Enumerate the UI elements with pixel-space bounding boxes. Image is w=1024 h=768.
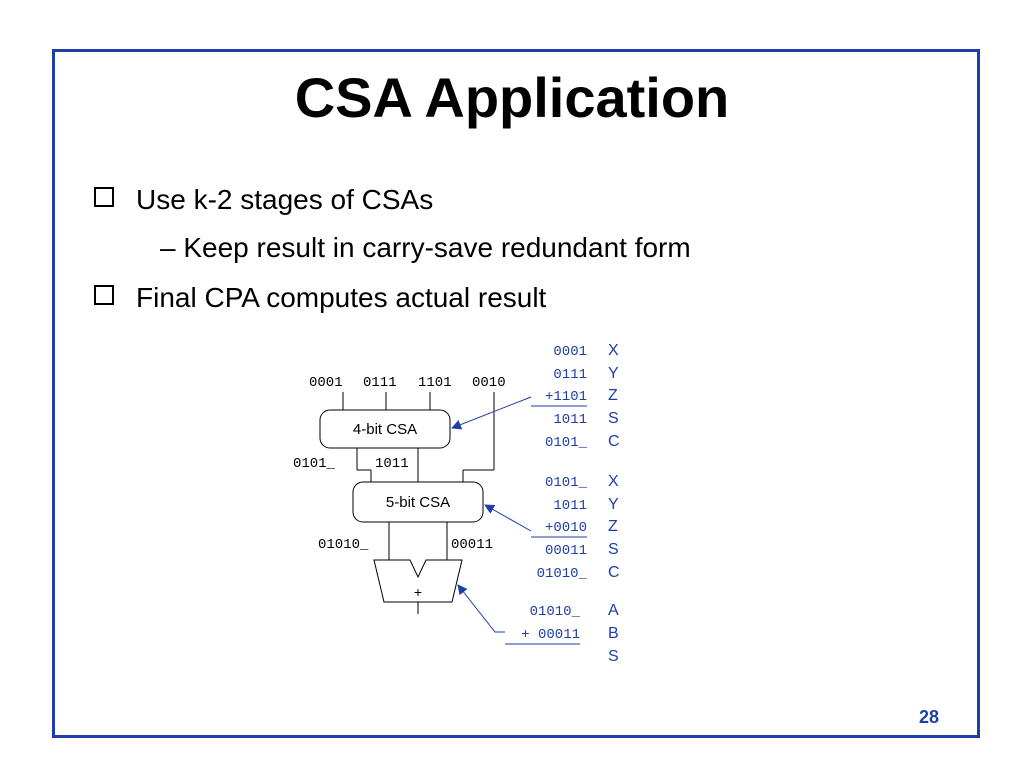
annotation-name: S [608, 648, 619, 665]
annotation-name: B [608, 625, 619, 642]
annotation-value: +1101 [545, 389, 587, 405]
csa-5bit-box [352, 481, 484, 523]
bullet-2: – Keep result in carry-save redundant fo… [160, 231, 691, 265]
annotation-value: + 00011 [521, 627, 580, 643]
csa1-sum-label: 1011 [375, 456, 409, 472]
csa1-carry-label: 0101_ [293, 456, 336, 472]
csa-5bit-label: 5-bit CSA [386, 494, 450, 511]
csa2-sum-label: 00011 [451, 537, 493, 553]
annotation-value: 0101_ [545, 435, 588, 451]
csa-4bit-label: 4-bit CSA [353, 421, 417, 438]
annotation-value: 01010_ [537, 566, 588, 582]
annotation-name: C [608, 433, 620, 450]
annotation-value: 1011 [553, 498, 587, 514]
input-label: 0111 [363, 375, 397, 391]
annotation-name: Z [608, 387, 618, 404]
annotation-name: S [608, 541, 619, 558]
annotation-name: S [608, 410, 619, 427]
annotation-value: 1011 [553, 412, 587, 428]
annotation-name: C [608, 564, 620, 581]
cpa-adder-shape [373, 559, 463, 603]
input-label: 1101 [418, 375, 452, 391]
input-label: 0010 [472, 375, 506, 391]
input-label: 0001 [309, 375, 343, 391]
bullet-2-text: – Keep result in carry-save redundant fo… [160, 232, 691, 263]
annotation-name: X [608, 473, 619, 490]
annotation-value: 0001 [553, 344, 587, 360]
pointer-arrow [457, 584, 505, 633]
annotation-value: 01010_ [530, 604, 581, 620]
annotation-name: Y [608, 365, 619, 382]
csa-4bit-box [319, 409, 451, 449]
slide-frame [52, 49, 980, 738]
annotation-value: 0101_ [545, 475, 588, 491]
bullet-1-text: Use k-2 stages of CSAs [136, 184, 434, 215]
page-number: 28 [918, 707, 939, 727]
annotation-name: Y [608, 496, 619, 513]
pointer-arrow [451, 396, 532, 430]
annotation-name: A [608, 602, 619, 619]
checkbox-bullet-icon [94, 285, 114, 305]
slide-title: CSA Application [294, 66, 730, 129]
bullet-3-text: Final CPA computes actual result [136, 282, 547, 313]
annotation-value: +0010 [545, 520, 587, 536]
checkbox-bullet-icon [94, 187, 114, 207]
bullet-1: Use k-2 stages of CSAs [94, 183, 433, 217]
annotation-name: X [608, 342, 619, 359]
bullet-3: Final CPA computes actual result [94, 281, 546, 315]
annotation-value: 0111 [553, 367, 587, 383]
annotation-value: 00011 [545, 543, 587, 559]
annotation-name: Z [608, 518, 618, 535]
csa2-carry-label: 01010_ [318, 537, 369, 553]
pointer-arrow [484, 504, 532, 532]
cpa-adder-label: + [414, 584, 422, 600]
